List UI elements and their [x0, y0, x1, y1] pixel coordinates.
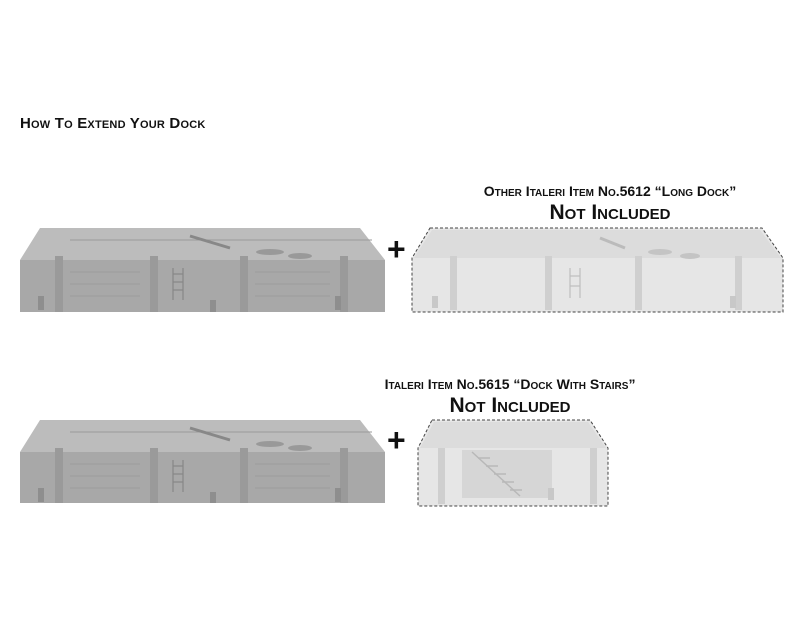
main-dock-image-2 [20, 420, 385, 503]
page-title: How To Extend Your Dock [20, 115, 206, 132]
stairs-dock-not-included: Not Included [449, 394, 571, 417]
long-dock-caption: Other Italeri Item No.5612 “Long Dock” [483, 183, 737, 199]
long-dock-not-included: Not Included [549, 201, 671, 224]
main-dock-image-1 [20, 228, 385, 312]
long-dock-ghost-image [411, 227, 784, 313]
stairs-dock-ghost-image [417, 419, 609, 507]
plus-sign-1: + [387, 231, 406, 267]
stairs-dock-caption: Italeri Item No.5615 “Dock With Stairs” [384, 376, 636, 392]
plus-sign-2: + [387, 422, 406, 458]
